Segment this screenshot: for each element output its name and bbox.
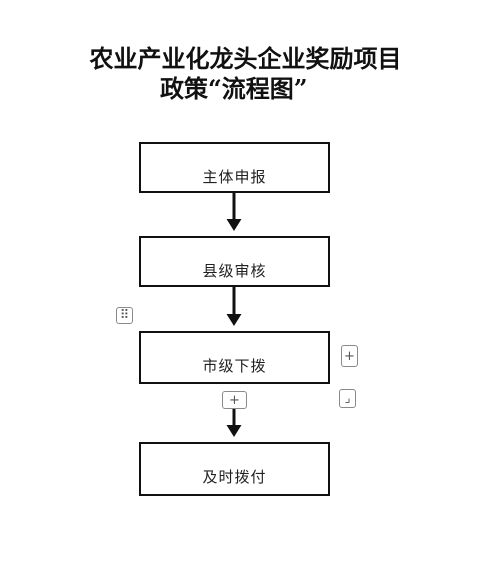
step-label-4: 及时拨付 <box>202 468 267 486</box>
step-box-2[interactable]: 县级审核 <box>139 236 330 287</box>
resize-corner-icon[interactable]: ⌟ <box>339 389 356 408</box>
step-box-1[interactable]: 主体申报 <box>139 142 330 193</box>
step-label-3: 市级下拨 <box>202 357 267 375</box>
drag-handle-icon[interactable]: ⠿ <box>116 307 133 324</box>
step-label-1: 主体申报 <box>202 168 267 186</box>
step-box-3[interactable]: 市级下拨 <box>139 331 330 384</box>
step-box-4[interactable]: 及时拨付 <box>139 442 330 496</box>
add-right-icon[interactable]: + <box>341 345 358 367</box>
add-below-icon[interactable]: + <box>222 391 247 409</box>
diagram-title-line2: 政策“流程图” <box>160 74 308 103</box>
step-label-2: 县级审核 <box>202 262 267 280</box>
diagram-title-line1: 农业产业化龙头企业奖励项目 <box>89 44 402 73</box>
